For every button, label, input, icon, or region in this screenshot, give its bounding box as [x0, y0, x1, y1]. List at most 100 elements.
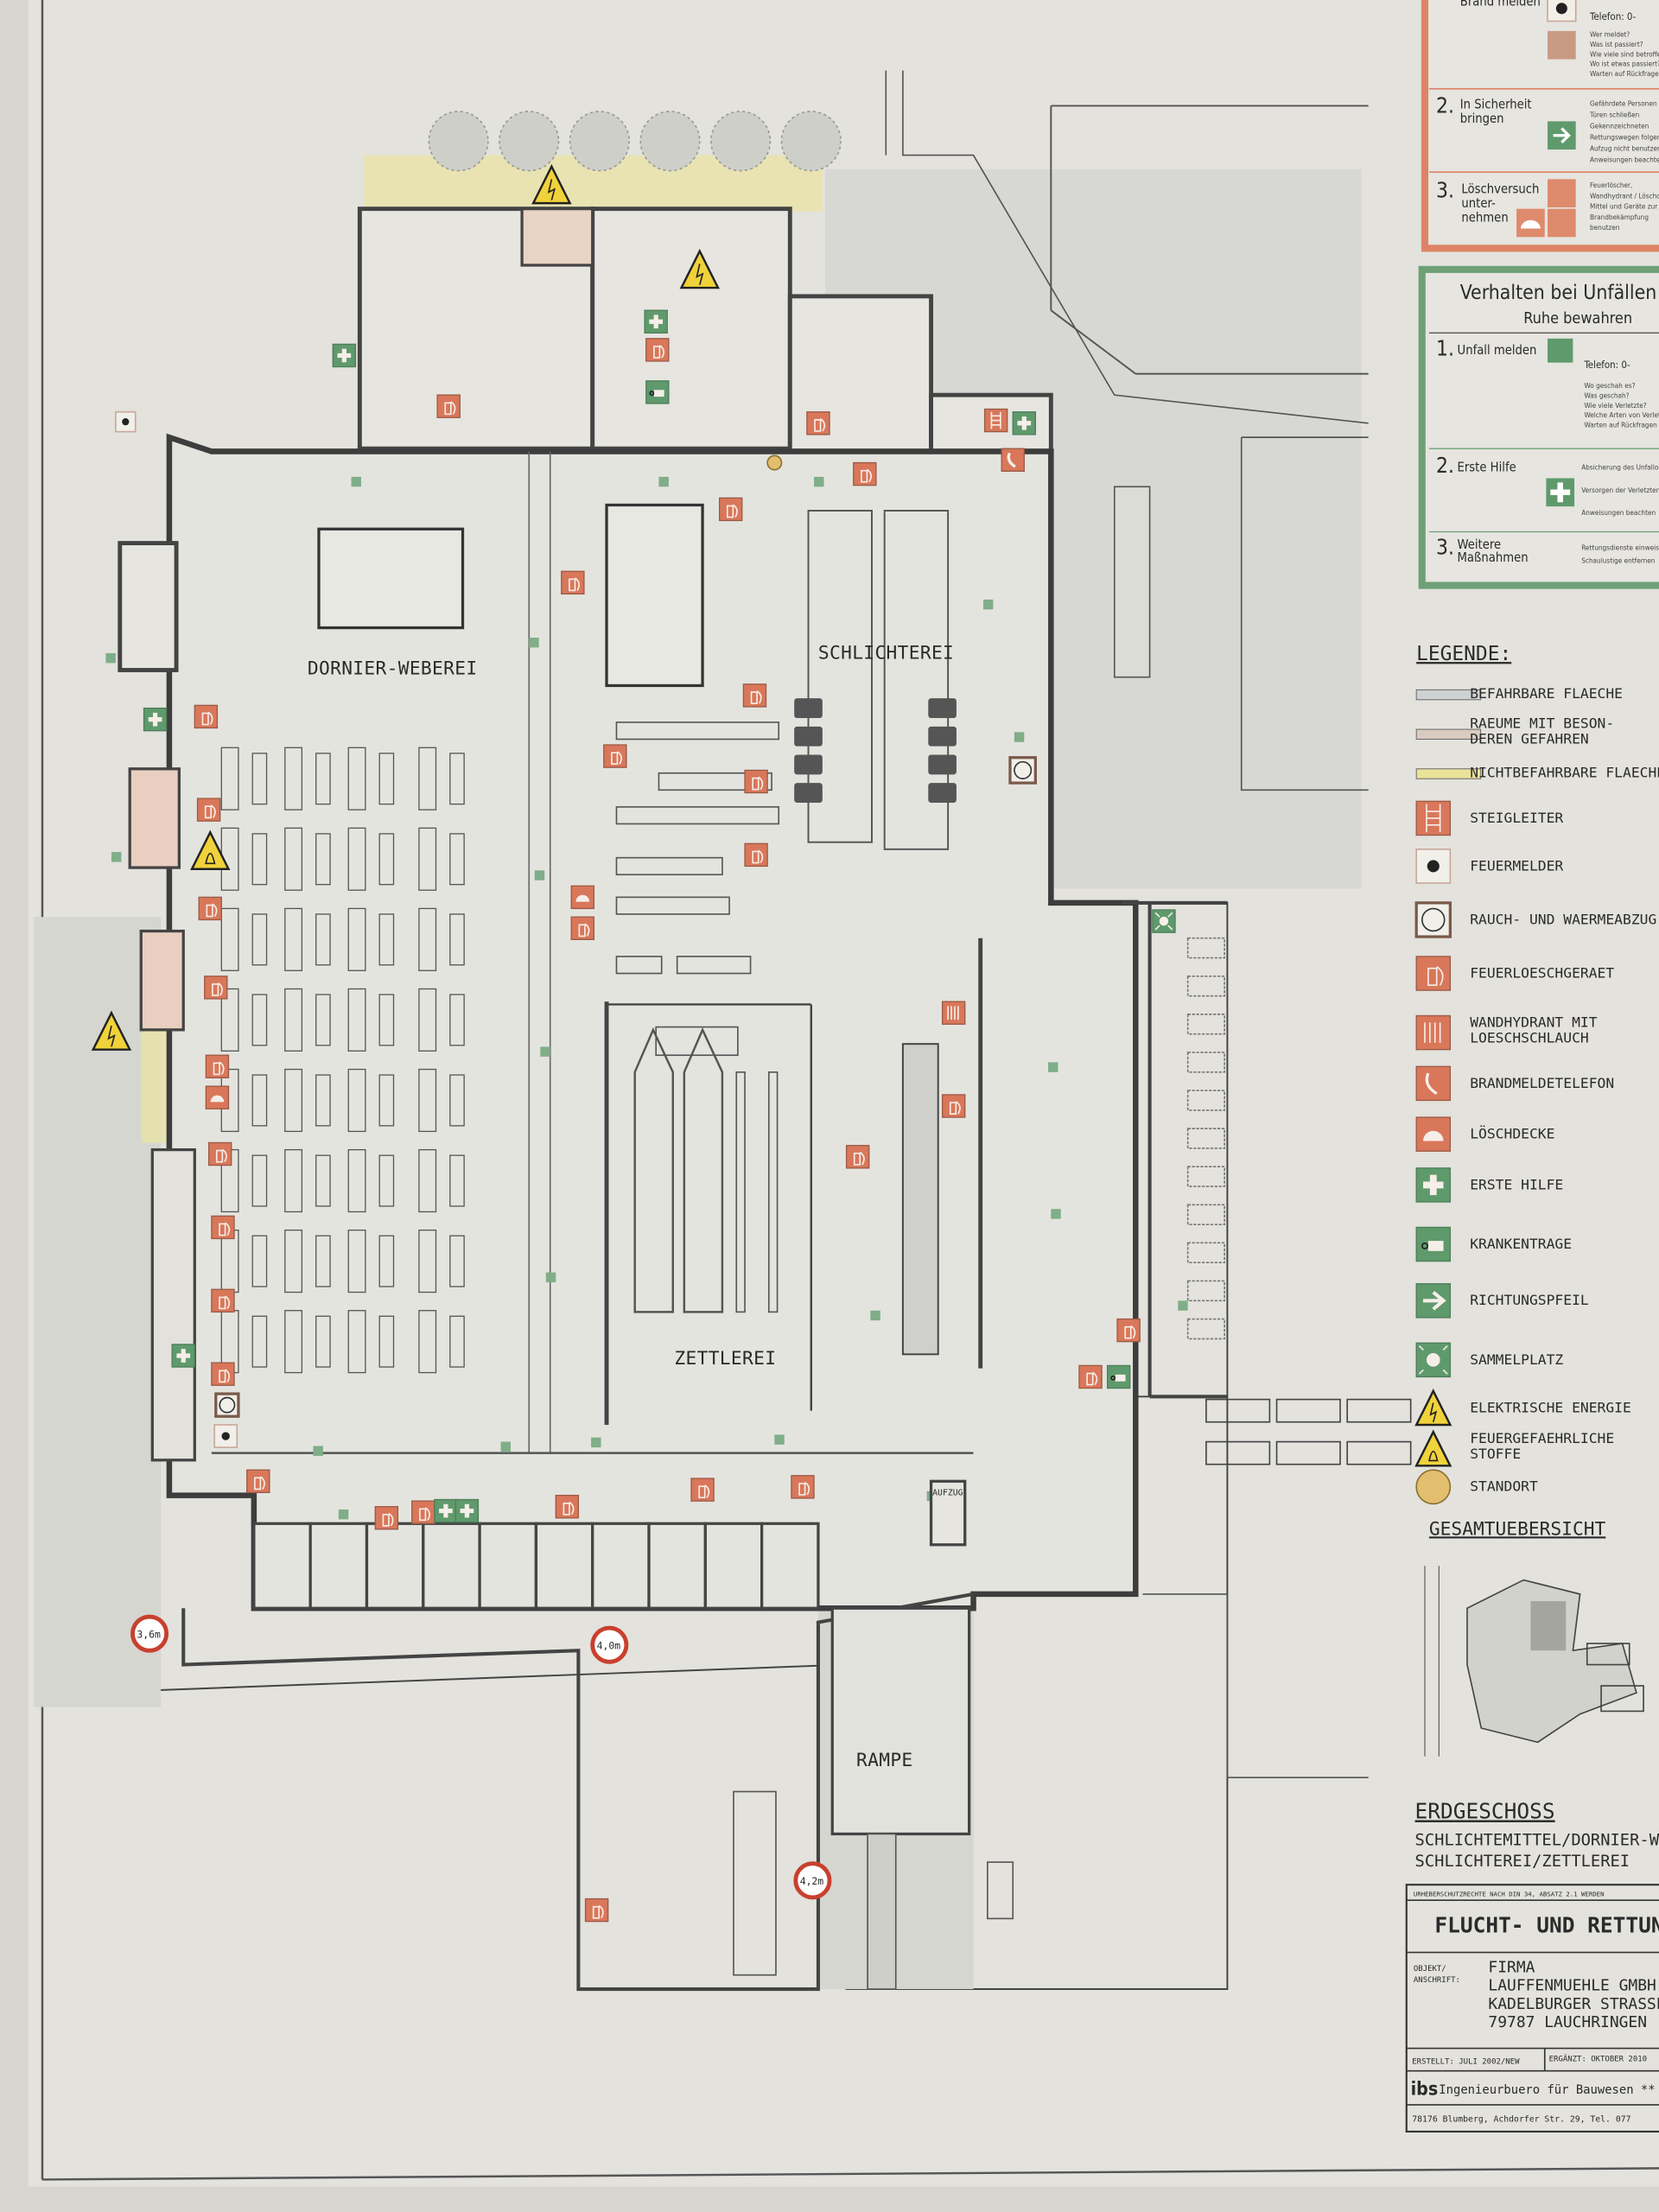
office-room — [591, 1522, 651, 1610]
loom — [378, 994, 395, 1046]
loom — [315, 1235, 331, 1287]
legend-label: LOESCHSCHLAUCH — [1470, 1030, 1589, 1046]
svg-text:Telefon: 0-: Telefon: 0- — [1589, 10, 1636, 22]
loom — [449, 1074, 465, 1127]
svg-text:KADELBURGER STRASSE: KADELBURGER STRASSE — [1488, 1995, 1659, 2013]
extinguisher-icon — [207, 1141, 232, 1166]
extinguisher-icon — [436, 394, 461, 418]
drying-cylinder — [928, 783, 957, 803]
extinguisher-icon — [555, 1494, 580, 1519]
svg-text:79787 LAUCHRINGEN: 79787 LAUCHRINGEN — [1488, 2013, 1647, 2031]
svg-text:nehmen: nehmen — [1461, 210, 1508, 225]
escape-route-arrow — [545, 1272, 556, 1283]
tree — [499, 111, 560, 172]
loom — [315, 753, 331, 805]
stretcher-icon — [1415, 1226, 1452, 1262]
flammable-hazard-icon — [190, 830, 231, 870]
storage-bay — [1186, 1242, 1225, 1264]
loom — [347, 907, 366, 971]
first-aid-icon — [1415, 1167, 1452, 1203]
loom — [418, 747, 437, 810]
legend-label: DEREN GEFAHREN — [1470, 730, 1589, 747]
legend-title: LEGENDE: — [1416, 643, 1511, 665]
loom — [418, 988, 437, 1052]
instruction-line: Gefährdete Personen — [1590, 99, 1657, 107]
extinguisher-icon — [645, 338, 670, 362]
electric-hazard-icon — [531, 163, 572, 205]
instruction-line: Feuerlöscher, — [1590, 181, 1632, 189]
loom — [251, 1074, 268, 1127]
height-limit-sign: 4,2m — [793, 1861, 832, 1900]
storage-bay — [1186, 1318, 1225, 1340]
svg-text:Ingenieurbuero für Bauwesen **: Ingenieurbuero für Bauwesen ** SCH — [1439, 2083, 1659, 2097]
svg-text:Maßnahmen: Maßnahmen — [1458, 550, 1529, 565]
escape-route-arrow — [540, 1046, 550, 1057]
svg-text:FIRMA: FIRMA — [1488, 1958, 1535, 1976]
escape-route-arrow — [1014, 732, 1025, 742]
legend-item: RAEUME MIT BESON-DEREN GEFAHREN — [1415, 715, 1614, 747]
svg-text:ERGÄNZT: OKTOBER 2010: ERGÄNZT: OKTOBER 2010 — [1549, 2054, 1647, 2063]
svg-text:Weitere: Weitere — [1458, 537, 1502, 552]
phone-icon — [1548, 338, 1573, 363]
loom — [347, 747, 366, 810]
storage-bay — [1186, 975, 1225, 997]
loom — [378, 913, 395, 966]
loom — [315, 1074, 331, 1127]
loom — [284, 907, 303, 971]
tree — [710, 111, 772, 172]
hydrant-icon — [1415, 1014, 1452, 1051]
loom — [347, 1310, 366, 1374]
loom — [220, 747, 239, 810]
first-aid-icon — [171, 1344, 195, 1368]
svg-text:ERSTELLT: JULI 2002/NEW: ERSTELLT: JULI 2002/NEW — [1412, 2058, 1520, 2067]
plan-title: FLUCHT- UND RETTUNGSPLAN — [1434, 1913, 1659, 1938]
svg-text:3.: 3. — [1436, 535, 1454, 560]
instruction-line: Gekennzeichneten — [1590, 122, 1649, 130]
loom — [449, 1235, 465, 1287]
loom — [284, 1230, 303, 1294]
escape-route-arrow — [111, 852, 122, 862]
extinguisher-icon — [211, 1288, 235, 1313]
instruction-line: benutzen — [1590, 223, 1620, 232]
extinguisher-icon — [570, 916, 594, 940]
instruction-line: Anweisungen beachten — [1590, 156, 1659, 164]
extinguisher-icon — [374, 1506, 399, 1530]
legend-item: BRANDMELDETELEFON — [1415, 1065, 1614, 1102]
loom — [449, 1315, 465, 1368]
legend-item: RAUCH- UND WAERMEABZUG — [1414, 901, 1656, 938]
instruction-line: Wer meldet? — [1590, 29, 1630, 38]
svg-text:unter-: unter- — [1461, 196, 1496, 211]
loom — [378, 1235, 395, 1287]
loom — [449, 994, 465, 1046]
fire-instructions-panel: Brand melden Telefon: 0- Wer meldet?Was … — [1421, 0, 1659, 252]
loom — [378, 833, 395, 886]
floor-plan: DORNIER-WEBEREI SCHLICHTEREI ZETTLEREI R… — [34, 70, 1412, 1992]
legend-item: LÖSCHDECKE — [1415, 1116, 1554, 1152]
fire-phone-icon — [1415, 1065, 1452, 1102]
svg-text:In Sicherheit: In Sicherheit — [1460, 98, 1532, 112]
title-block: URHEBERSCHUTZRECHTE NACH DIN 34, ABSATZ … — [1405, 1884, 1659, 2133]
loom — [284, 747, 303, 810]
parked-vehicle — [1346, 1398, 1412, 1423]
storage-bay — [1186, 1128, 1225, 1149]
legend-item: RICHTUNGSPFEIL — [1415, 1283, 1589, 1319]
legend-label: SAMMELPLATZ — [1470, 1351, 1563, 1368]
parked-vehicle — [1205, 1440, 1271, 1465]
room-label-aufzug: AUFZUG — [932, 1489, 963, 1498]
svg-text:78176 Blumberg, Achdorfer Str.: 78176 Blumberg, Achdorfer Str. 29, Tel. … — [1412, 2115, 1630, 2125]
instruction-line: Rettungswegen folgen — [1590, 133, 1659, 142]
stretcher-icon — [645, 380, 670, 404]
storage-bay — [1186, 1280, 1225, 1302]
loom — [220, 907, 239, 971]
svg-text:3,6m: 3,6m — [137, 1629, 161, 1641]
fire-alarm-icon — [1555, 3, 1567, 15]
height-limit-sign: 3,6m — [130, 1614, 169, 1653]
instruction-line: Aufzug nicht benutzen — [1590, 144, 1659, 153]
svg-text:2.: 2. — [1436, 93, 1454, 118]
svg-text:4,0m: 4,0m — [597, 1640, 621, 1652]
extinguisher-icon — [1078, 1364, 1103, 1389]
svg-text:Telefon: 0-: Telefon: 0- — [1583, 359, 1630, 371]
instruction-line: Was geschah? — [1584, 391, 1629, 399]
